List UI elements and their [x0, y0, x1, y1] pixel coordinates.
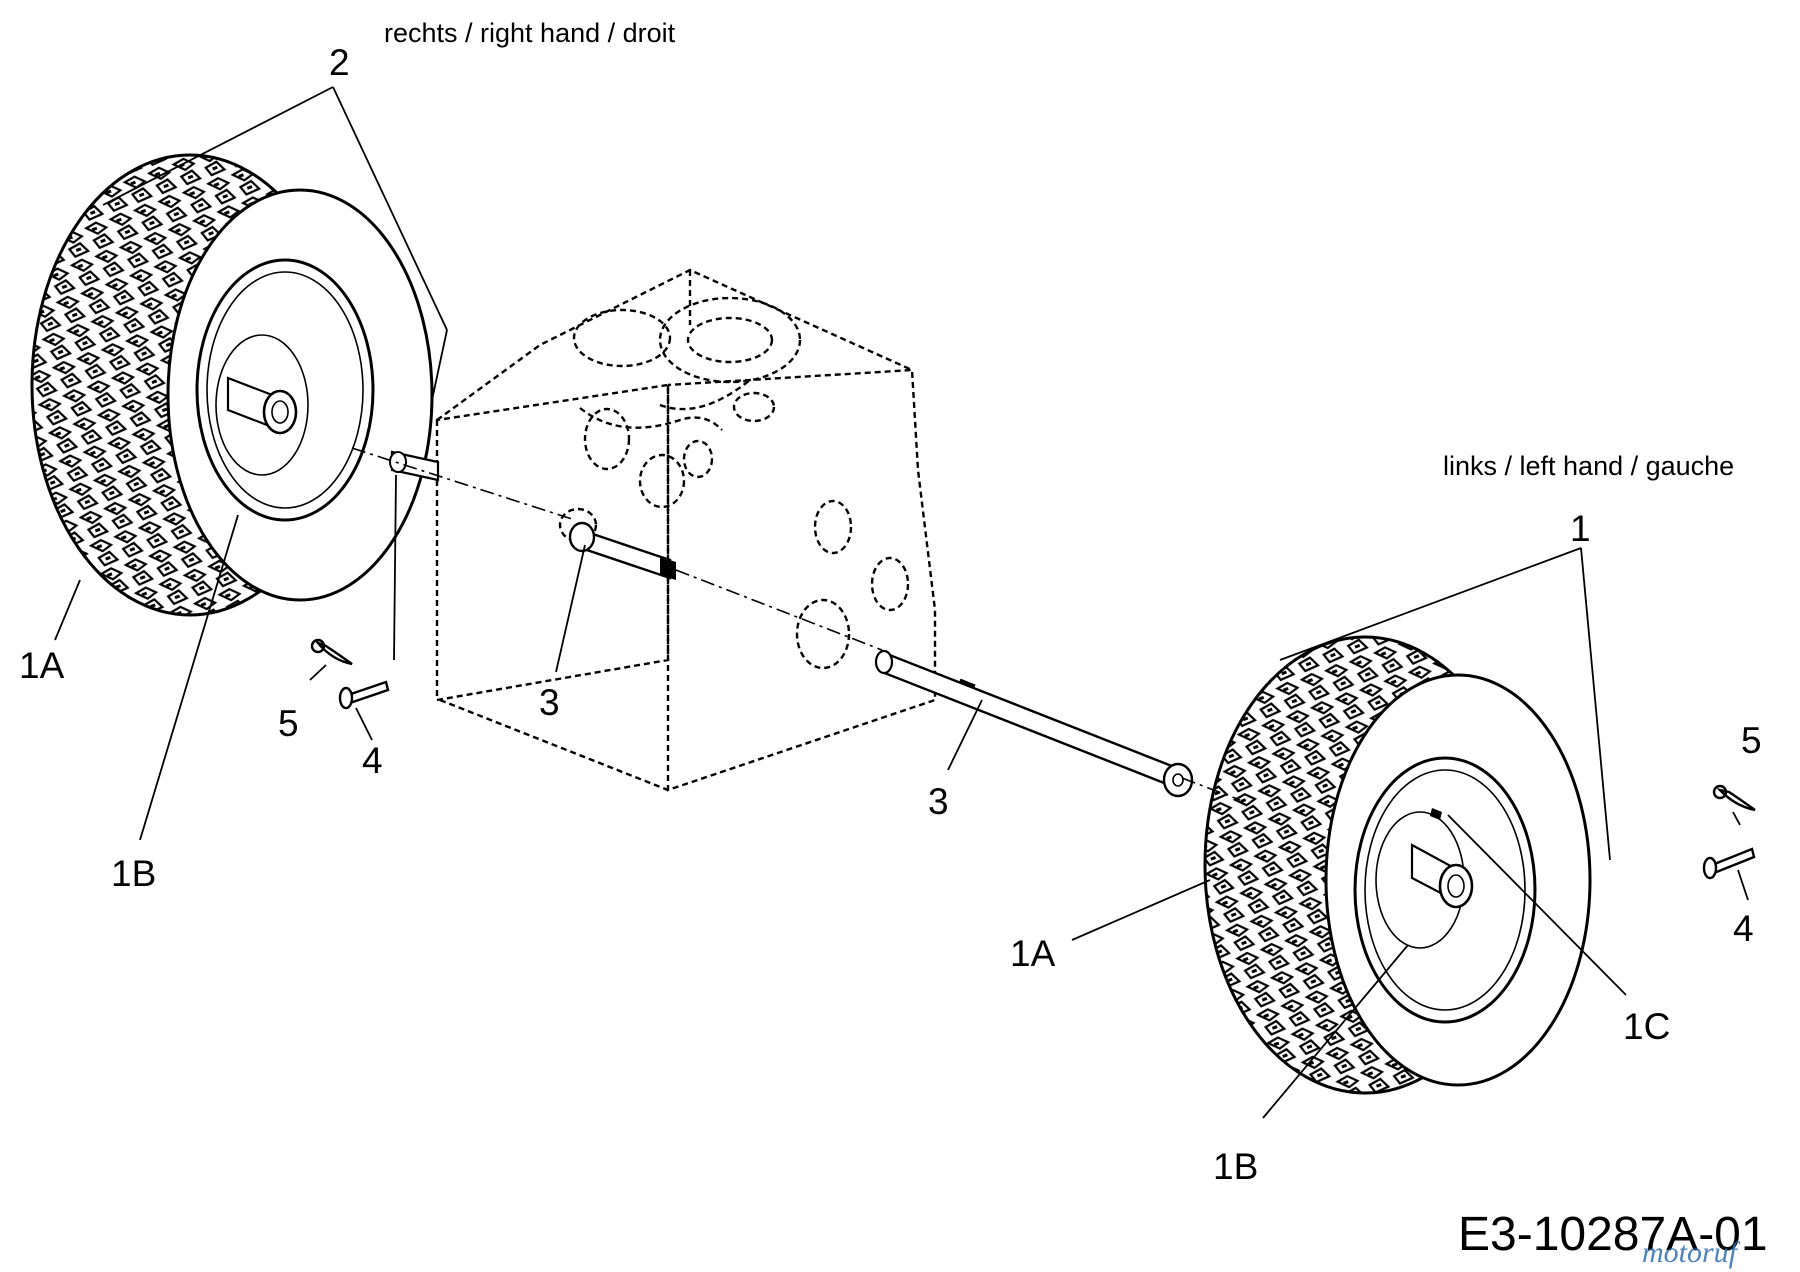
callout-5-right: 5: [278, 703, 299, 744]
gearbox-housing: [435, 268, 937, 792]
right-hub: [262, 389, 298, 435]
callout-3-right: 3: [539, 682, 560, 723]
drawing-code: E3-10287A-01: [1458, 1208, 1768, 1261]
right-rim: [195, 258, 375, 522]
right-hand-label: rechts / right hand / droit: [384, 18, 676, 48]
left-clevis-pin: [1702, 847, 1756, 880]
callout-4-right: 4: [362, 740, 383, 781]
left-wheel: [1203, 635, 1592, 1095]
callout-4-left: 4: [1733, 908, 1754, 949]
callout-3-axle: 3: [928, 781, 949, 822]
callout-2: 2: [329, 42, 350, 83]
axle-shaft: [568, 521, 1194, 798]
callout-1b-right: 1B: [111, 853, 157, 894]
left-hub: [1438, 863, 1474, 909]
callout-1: 1: [1570, 508, 1591, 549]
left-hand-label: links / left hand / gauche: [1443, 451, 1735, 481]
left-hairpin-clip: [1712, 784, 1756, 812]
callout-5-left: 5: [1741, 720, 1762, 761]
callout-1c-left: 1C: [1623, 1006, 1671, 1047]
right-wheel: [30, 153, 440, 617]
callout-1b-left: 1B: [1213, 1146, 1259, 1187]
callout-1a-right: 1A: [19, 645, 65, 686]
right-clevis-pin: [338, 680, 390, 710]
callout-1a-left: 1A: [1010, 933, 1056, 974]
watermark: motoruf: [1642, 1236, 1738, 1269]
assembly-centerline: [351, 447, 1241, 801]
right-hairpin-clip: [310, 638, 353, 666]
leader-lines: [54, 86, 1749, 1119]
